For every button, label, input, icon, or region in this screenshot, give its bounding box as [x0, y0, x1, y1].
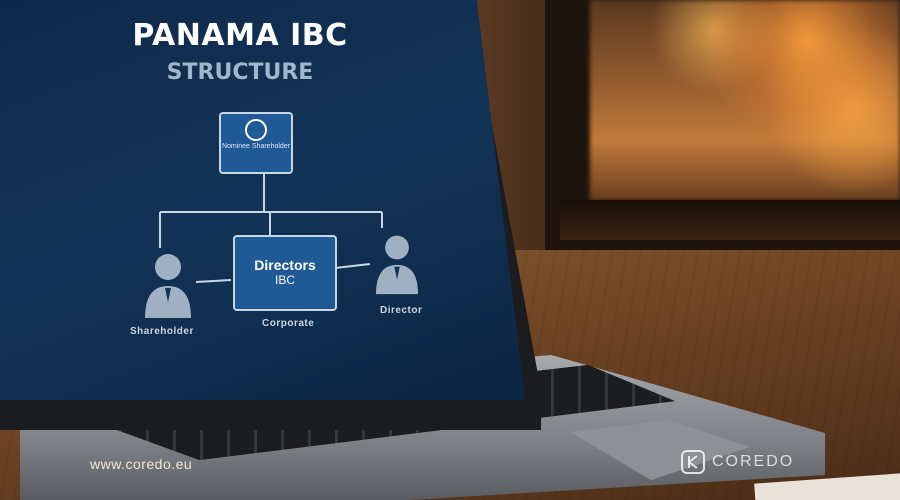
caption-director: Director: [380, 305, 423, 316]
top-entity-box: Nominee Shareholder: [219, 112, 293, 174]
middle-entity-label: Directors: [254, 257, 316, 273]
diagram-subtitle: STRUCTURE: [166, 60, 314, 85]
middle-entity-sublabel: IBC: [274, 273, 295, 287]
diagram-title: PANAMA IBC: [132, 18, 348, 53]
window-sill: [560, 200, 900, 240]
laptop-screen: [0, 0, 525, 400]
person-icon: [374, 232, 420, 296]
person-icon: [143, 250, 193, 320]
website-watermark: www.coredo.eu: [90, 456, 193, 472]
coredo-logo-icon: [681, 450, 705, 474]
top-entity-label: Nominee Shareholder: [221, 143, 291, 150]
middle-entity-box: Directors IBC: [233, 235, 337, 311]
caption-corporate: Corporate: [262, 318, 315, 329]
company-logo-icon: [245, 119, 267, 141]
caption-shareholder: Shareholder: [130, 326, 194, 337]
window-city-view: [590, 0, 900, 200]
brand-watermark: COREDO: [680, 449, 794, 475]
brand-name: COREDO: [712, 453, 795, 470]
